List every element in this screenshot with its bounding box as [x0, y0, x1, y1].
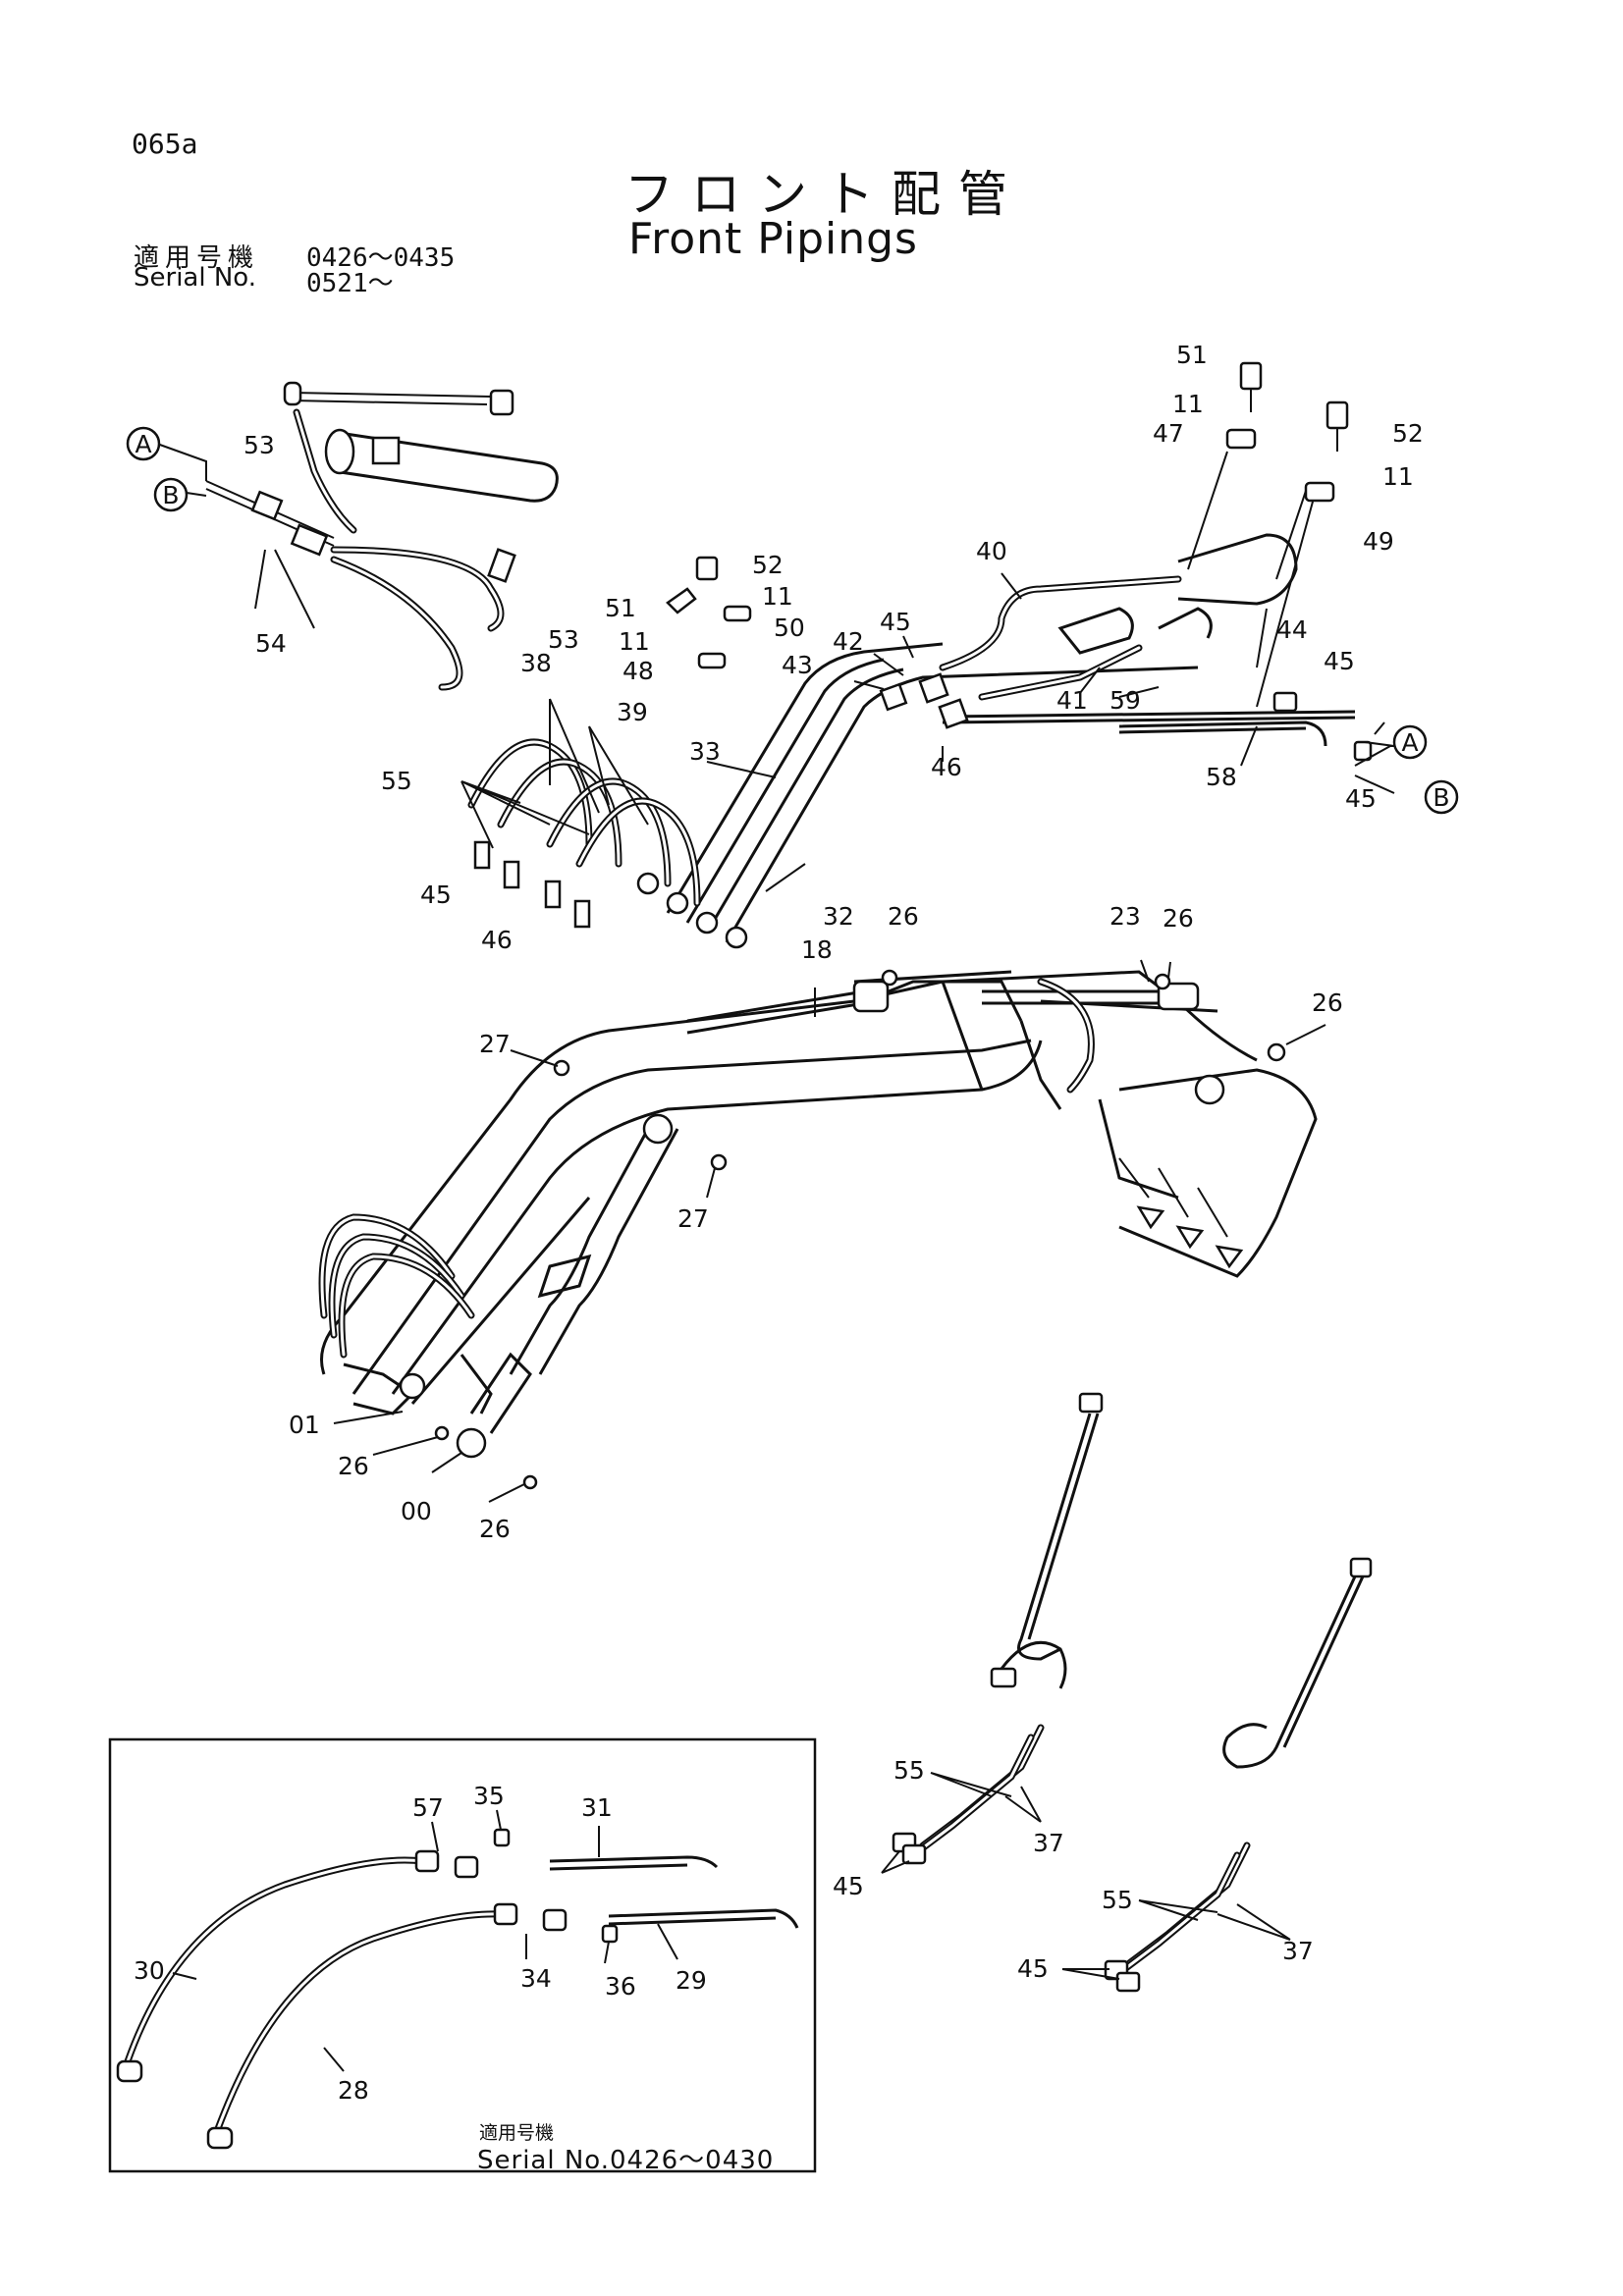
callout-00: 00: [401, 1497, 432, 1525]
serial-label-english: Serial No.: [134, 263, 256, 293]
callout-52: 52: [752, 551, 784, 579]
boom-arm-bucket: [318, 969, 1318, 1490]
callout-33: 33: [689, 737, 721, 766]
callout-26: 26: [888, 902, 919, 931]
serial-range-english: 0521～: [306, 269, 394, 298]
callout-38: 38: [520, 649, 552, 677]
callout-44: 44: [1276, 615, 1308, 644]
callout-42: 42: [833, 627, 864, 656]
callout-32: 32: [823, 902, 854, 931]
callout-53: 53: [548, 625, 579, 654]
callout-36: 36: [605, 1972, 636, 2001]
callout-31: 31: [581, 1793, 613, 1822]
callout-53: 53: [243, 431, 275, 459]
callout-59: 59: [1109, 686, 1141, 715]
callout-11: 11: [619, 627, 650, 656]
callout-55: 55: [1102, 1886, 1133, 1914]
callout-35: 35: [473, 1782, 505, 1810]
page-title-japanese: フロント配管: [624, 166, 1025, 223]
callout-55: 55: [381, 767, 412, 795]
inset-note-english: Serial No.0426～0430: [477, 2146, 775, 2175]
callout-55: 55: [893, 1756, 925, 1785]
callout-01: 01: [289, 1411, 320, 1439]
callout-54: 54: [255, 629, 287, 658]
callout-45: 45: [833, 1872, 864, 1900]
callout-45: 45: [1324, 647, 1355, 675]
callout-11: 11: [1382, 462, 1414, 491]
callout-41: 41: [1056, 686, 1088, 715]
callout-51: 51: [605, 594, 636, 622]
callout-28: 28: [338, 2076, 369, 2105]
callout-57: 57: [412, 1793, 444, 1822]
callout-45: 45: [880, 608, 911, 636]
leader-lines: [156, 443, 1404, 2072]
callout-11: 11: [762, 582, 793, 611]
marker-a-top: A: [135, 430, 151, 458]
marker-b-right: B: [1433, 783, 1449, 812]
marker-b-top: B: [162, 481, 179, 509]
page-title-english: Front Pipings: [628, 214, 918, 264]
callout-45: 45: [420, 881, 452, 909]
callout-18: 18: [801, 935, 833, 964]
hardware: [666, 361, 1373, 762]
callout-37: 37: [1033, 1829, 1064, 1857]
callout-11: 11: [1172, 390, 1204, 418]
callout-26: 26: [1312, 988, 1343, 1017]
callout-37: 37: [1282, 1937, 1314, 1965]
serial-label-japanese: 適用号機: [134, 243, 260, 273]
callout-26: 26: [479, 1515, 511, 1543]
page-id: 065a: [132, 128, 198, 160]
callout-29: 29: [676, 1966, 707, 1995]
callout-labels: 51 11 47 52 11 49 53 54 53 52 11 51 50 1…: [134, 341, 1424, 2105]
callout-52: 52: [1392, 419, 1424, 448]
top-left-assembly: [205, 381, 559, 691]
marker-a-right: A: [1401, 728, 1418, 757]
callout-43: 43: [782, 651, 813, 679]
callout-40: 40: [976, 537, 1007, 565]
callout-46: 46: [481, 926, 513, 954]
callout-26: 26: [338, 1452, 369, 1480]
reference-markers: A B A B: [126, 426, 1459, 815]
callout-48: 48: [622, 657, 654, 685]
callout-51: 51: [1176, 341, 1208, 369]
callout-39: 39: [617, 698, 648, 726]
callout-34: 34: [520, 1964, 552, 1993]
boom-pipes: [467, 451, 1356, 949]
callout-50: 50: [774, 614, 805, 642]
callout-46: 46: [931, 753, 962, 781]
callout-27: 27: [479, 1030, 511, 1058]
callout-45: 45: [1017, 1954, 1049, 1983]
serial-range-japanese: 0426～0435: [306, 243, 456, 273]
callout-27: 27: [677, 1204, 709, 1233]
lower-right-hoses: [892, 1392, 1373, 1993]
callout-26: 26: [1163, 904, 1194, 933]
callout-49: 49: [1363, 527, 1394, 556]
callout-30: 30: [134, 1956, 165, 1985]
callout-47: 47: [1153, 419, 1184, 448]
callout-45: 45: [1345, 784, 1377, 813]
inset-box: [108, 1737, 817, 2173]
inset-note-japanese: 適用号機: [479, 2122, 555, 2144]
callout-23: 23: [1109, 902, 1141, 931]
callout-58: 58: [1206, 763, 1237, 791]
